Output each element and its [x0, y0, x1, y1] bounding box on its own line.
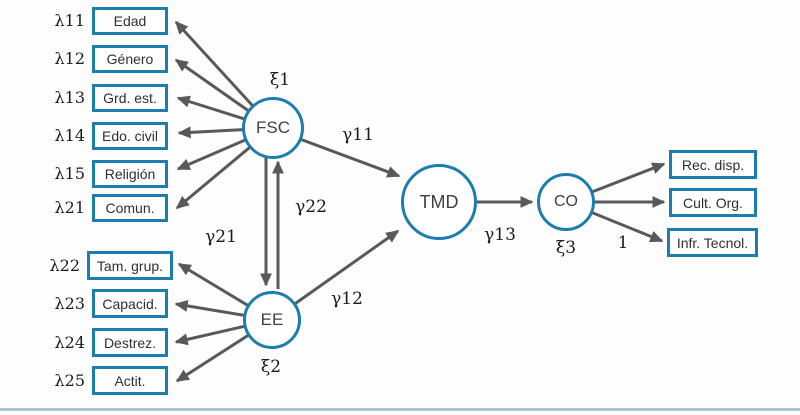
coef-label-genero: λ12 [54, 49, 86, 68]
path-label-xi1: ξ1 [269, 70, 291, 90]
coef-label-religion: λ15 [54, 164, 86, 183]
observed-box-rec-disp: Rec. disp. [669, 150, 757, 179]
observed-box-comun: Comun. [92, 194, 168, 222]
latent-node-fsc: FSC [242, 97, 304, 159]
observed-box-destrez: Destrez. [92, 328, 168, 357]
observed-box-genero: Género [92, 45, 168, 73]
coef-label-actit: λ25 [54, 370, 86, 390]
coef-label-destrez: λ24 [54, 332, 86, 352]
path-label-gamma21: γ21 [205, 227, 237, 247]
coef-label-capacid: λ23 [54, 293, 86, 313]
coef-label-edad: λ11 [54, 11, 86, 30]
coef-label-tam-grup: λ22 [49, 255, 81, 275]
path-label-gamma22: γ22 [295, 197, 327, 217]
observed-box-infr-tecnol: Infr. Tecnol. [667, 228, 758, 257]
path-label-xi2: ξ2 [260, 357, 282, 377]
observed-box-tam-grup: Tam. grup. [87, 251, 173, 280]
path-label-gamma12: γ12 [331, 289, 363, 309]
path-label-gamma11: γ11 [342, 125, 374, 145]
path-label-xi3: ξ3 [555, 238, 577, 258]
observed-box-religion: Religión [92, 160, 168, 188]
observed-box-edad: Edad [92, 7, 168, 35]
path-label-one: 1 [617, 233, 629, 253]
latent-node-tmd: TMD [401, 164, 477, 240]
bottom-rule [0, 408, 800, 411]
coef-label-edo-civil: λ14 [54, 126, 86, 145]
observed-box-grd-est: Grd. est. [92, 84, 168, 112]
coef-label-grd-est: λ13 [54, 88, 86, 107]
latent-node-co: CO [537, 173, 595, 231]
observed-box-capacid: Capacid. [92, 289, 168, 318]
observed-box-cult-org: Cult. Org. [669, 188, 757, 217]
coef-label-comun: λ21 [54, 198, 86, 217]
observed-box-edo-civil: Edo. civil [92, 122, 168, 150]
path-label-gamma13: γ13 [484, 225, 516, 245]
latent-node-ee: EE [243, 291, 301, 349]
observed-box-actit: Actit. [92, 366, 168, 395]
